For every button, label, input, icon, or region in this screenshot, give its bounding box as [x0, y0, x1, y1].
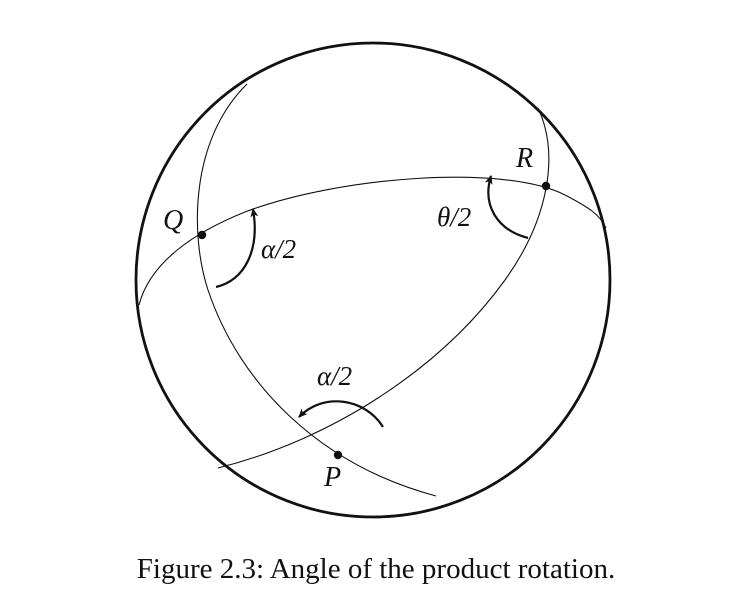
angle-arc-r — [484, 175, 529, 240]
point-p-dot — [333, 450, 343, 460]
angle-alpha-half-bottom-label: α/2 — [317, 361, 352, 391]
sphere-rotation-diagram: Q R P θ/2 α/2 α/2 — [134, 41, 612, 519]
point-p-label: P — [323, 462, 341, 493]
point-r-dot — [541, 181, 551, 191]
point-r-label: R — [515, 143, 533, 174]
great-circle-r-p — [217, 107, 550, 469]
angle-arc-q — [215, 208, 259, 289]
point-q-dot — [197, 230, 207, 240]
angle-arc-p — [298, 400, 384, 428]
figure-caption: Figure 2.3: Angle of the product rotatio… — [136, 553, 616, 585]
point-q-label: Q — [163, 205, 183, 236]
angle-alpha-half-top-label: α/2 — [261, 234, 296, 264]
angle-theta-half-label: θ/2 — [437, 202, 471, 232]
great-circle-q-r — [138, 176, 607, 306]
great-circle-q-p — [196, 83, 437, 497]
sphere-outline — [134, 41, 612, 519]
